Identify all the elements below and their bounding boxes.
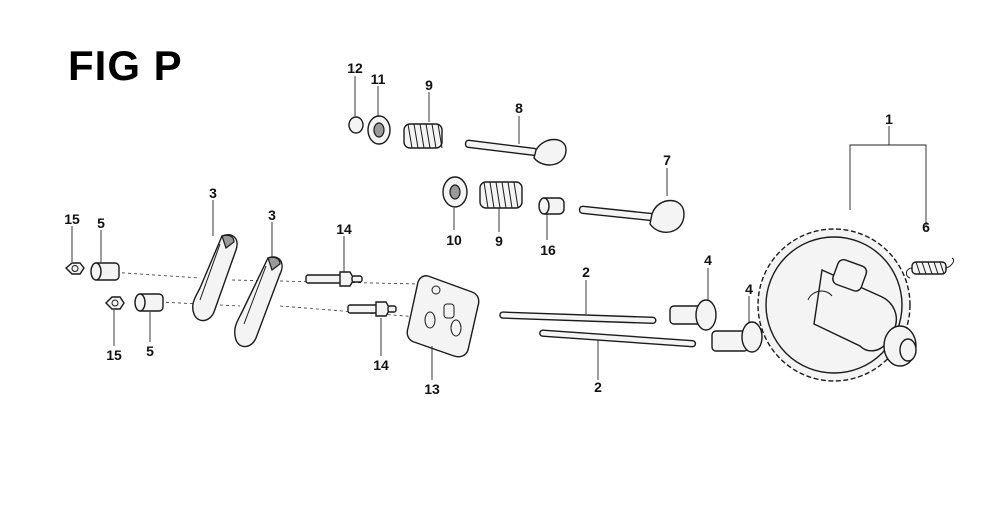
callout-14-lower: 14: [373, 357, 389, 373]
callout-2-lower: 2: [594, 379, 602, 395]
callout-12: 12: [347, 60, 363, 76]
tappet-part-4-lower: [711, 321, 763, 353]
rocker-arm-part-3-right: [233, 256, 283, 348]
valve-stem-seal-part-16: [538, 197, 565, 215]
nut-part-15-lower: [105, 296, 125, 310]
callout-14-upper: 14: [336, 221, 352, 237]
valve-spring-part-9-lower: [479, 181, 523, 209]
pivot-part-5-lower: [134, 293, 164, 312]
callout-2-upper: 2: [582, 264, 590, 280]
pivot-part-5-upper: [90, 262, 120, 281]
callout-labels: 1 2 2 3 3 4 4 5 5 6 7 8 9 9 10 11 12 13 …: [64, 60, 930, 397]
callout-5-lower: 5: [146, 343, 154, 359]
callout-9-upper: 9: [425, 77, 433, 93]
push-rod-part-2-upper: [499, 311, 657, 325]
callout-15-lower: 15: [106, 347, 122, 363]
callout-8: 8: [515, 100, 523, 116]
spring-part-6: [905, 257, 955, 279]
callout-16: 16: [540, 242, 556, 258]
callout-3-left: 3: [209, 185, 217, 201]
stud-bolt-part-14-lower: [347, 301, 397, 317]
callout-4-lower: 4: [745, 281, 753, 297]
tappet-part-4-upper: [669, 299, 717, 331]
rocker-arm-part-3-left: [191, 234, 238, 322]
guide-plate-part-13: [406, 275, 480, 358]
callout-15-upper: 15: [64, 211, 80, 227]
callout-4-upper: 4: [704, 252, 712, 268]
callout-5-upper: 5: [97, 215, 105, 231]
valve-retainer-part-11: [367, 115, 391, 145]
callout-10: 10: [446, 232, 462, 248]
callout-3-right: 3: [268, 207, 276, 223]
valve-part-7: [578, 199, 685, 233]
callout-9-lower: 9: [495, 233, 503, 249]
valve-retainer-part-10: [442, 176, 468, 208]
valve-part-8: [464, 138, 567, 166]
valve-cotter-part-12: [348, 116, 364, 134]
stud-bolt-part-14-upper: [305, 271, 363, 287]
callout-13: 13: [424, 381, 440, 397]
nut-part-15-upper: [64, 262, 85, 275]
callout-1: 1: [885, 111, 893, 127]
leader-lines: [71, 76, 927, 380]
callout-11: 11: [371, 71, 386, 87]
figure-title: FIG P: [68, 42, 183, 89]
camshaft-gear-part-1: [757, 228, 917, 382]
callout-7: 7: [663, 152, 671, 168]
push-rod-part-2-lower: [539, 329, 697, 348]
callout-6: 6: [922, 219, 930, 235]
valve-spring-part-9-upper: [403, 123, 443, 149]
